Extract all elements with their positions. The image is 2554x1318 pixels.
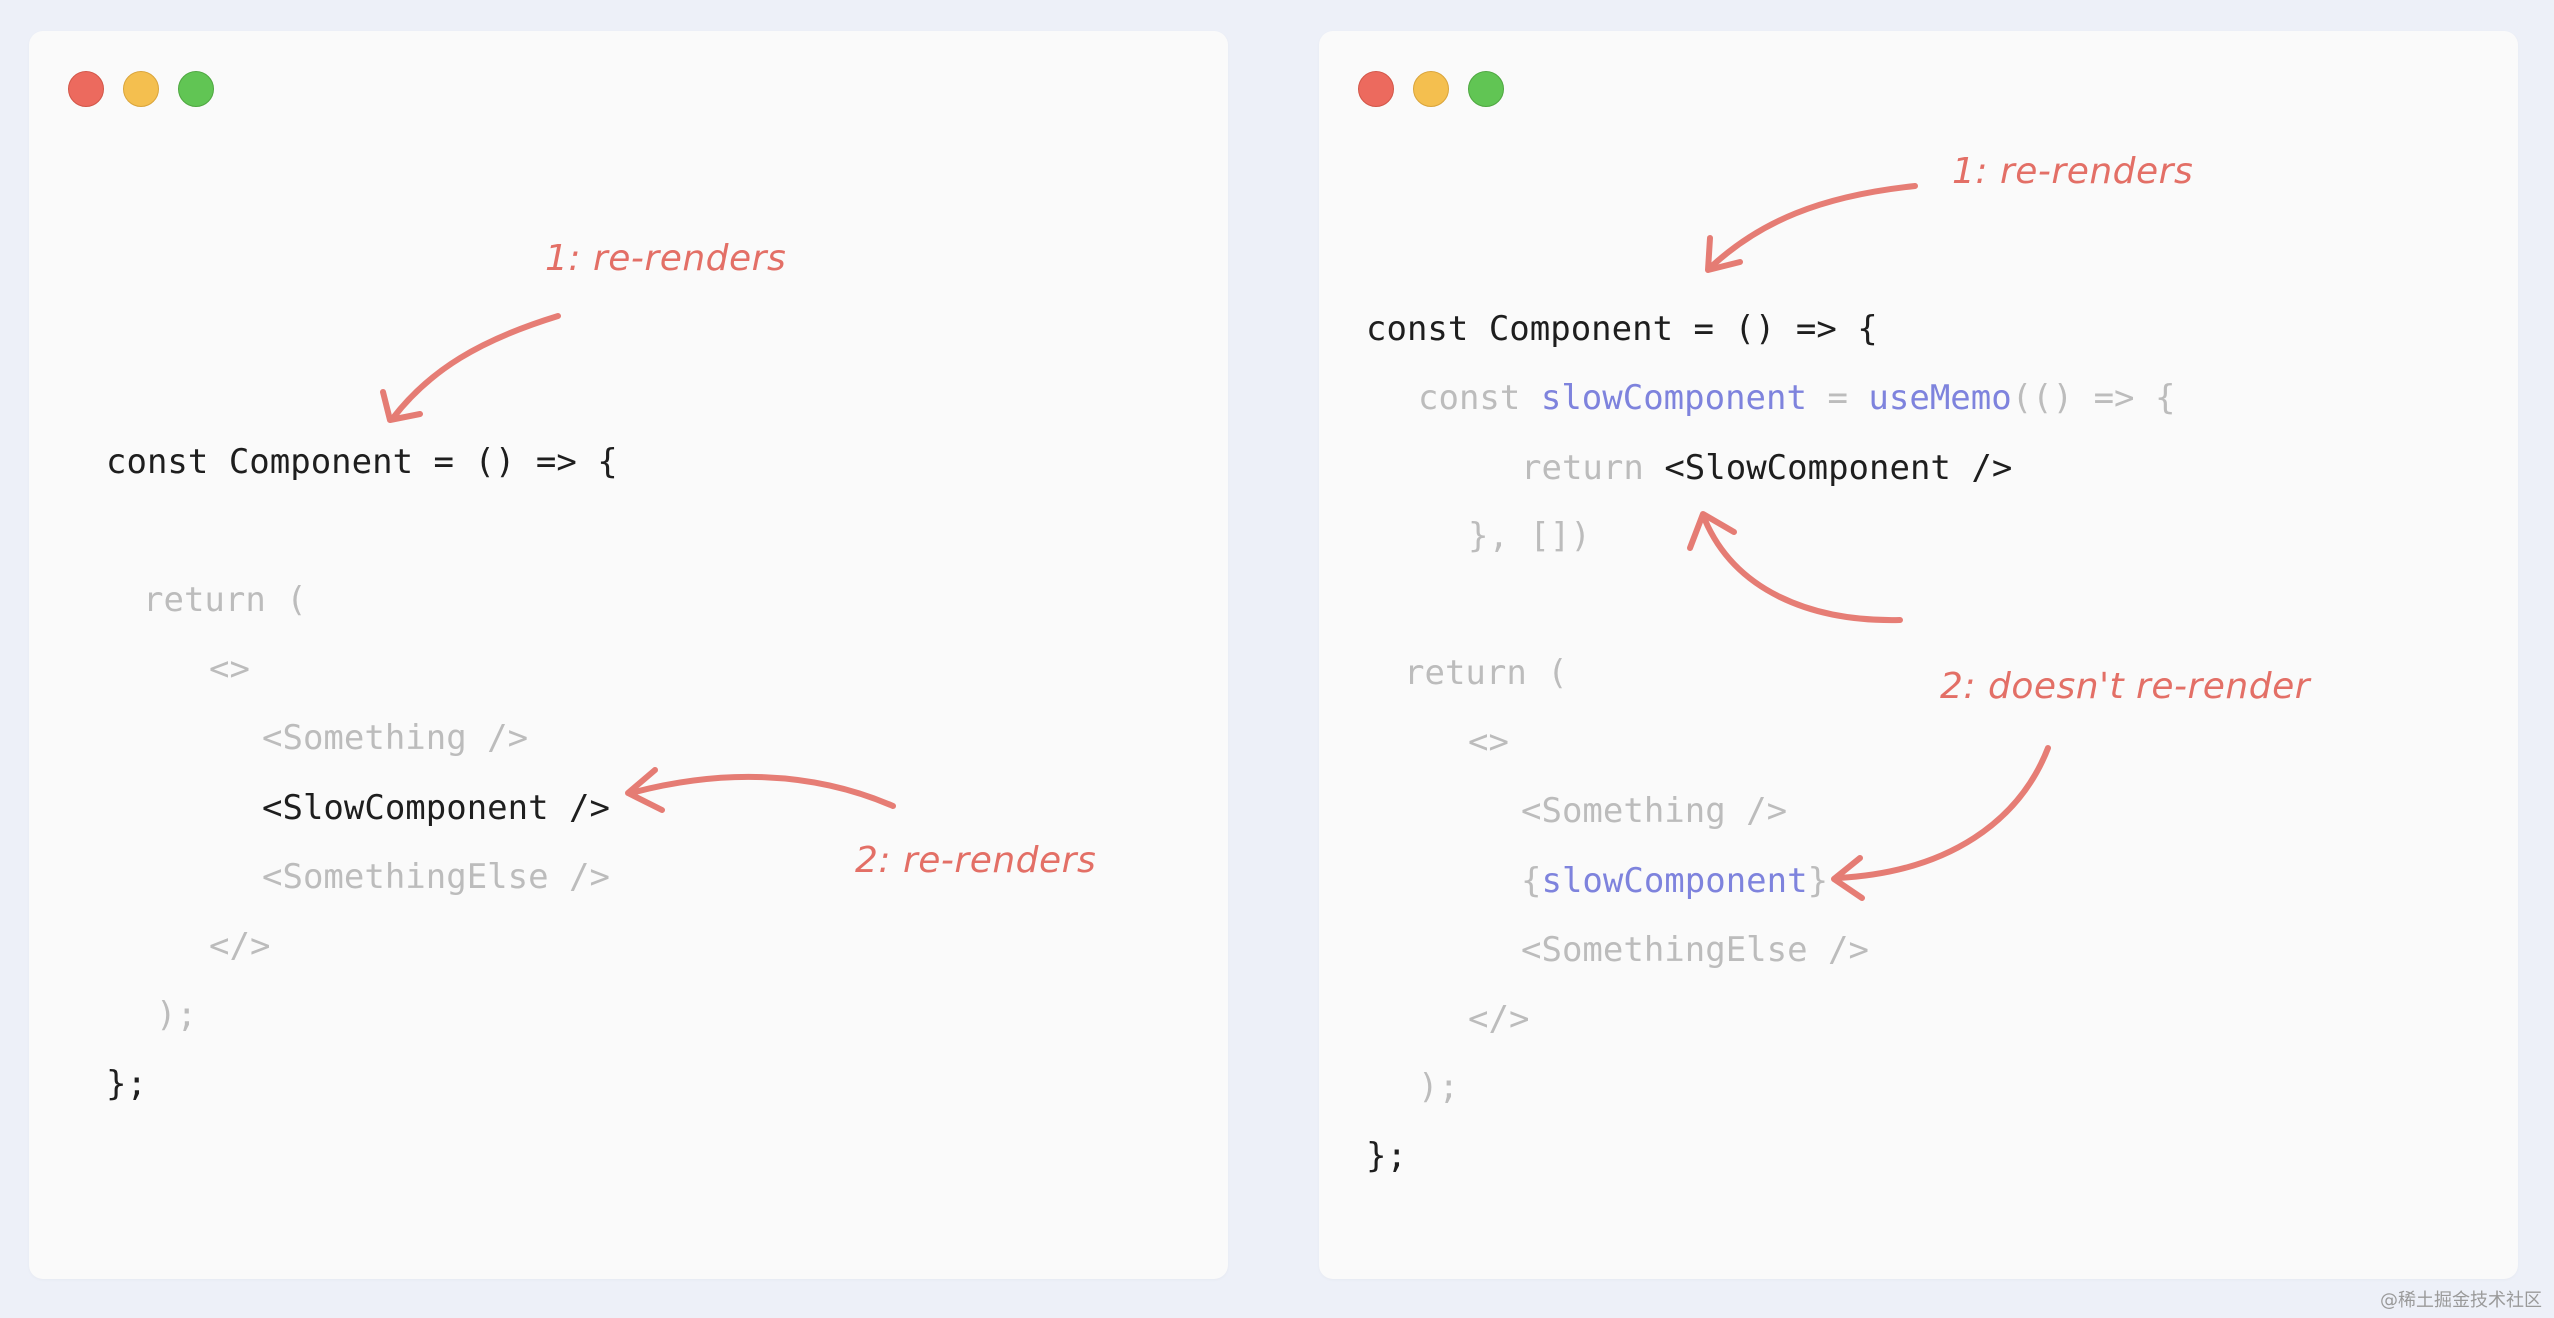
code-token: }	[1807, 861, 1829, 901]
annotation-label: 1: re-renders	[545, 238, 787, 279]
code-line: }, [])	[1468, 516, 1591, 556]
close-dot	[1358, 71, 1394, 107]
code-line: };	[106, 1064, 147, 1104]
code-window-left	[29, 31, 1228, 1279]
code-token: const	[1418, 378, 1521, 418]
code-line: </>	[1468, 999, 1530, 1039]
code-window-right	[1319, 31, 2518, 1279]
code-line: return (	[143, 580, 307, 620]
annotation-label: 2: re-renders	[855, 840, 1097, 881]
code-line: );	[156, 995, 197, 1035]
code-line: <>	[209, 649, 250, 689]
code-token: return	[1521, 448, 1644, 488]
code-token: =	[1827, 378, 1848, 418]
watermark: @稀土掘金技术社区	[2380, 1290, 2542, 1311]
annotation-label: 1: re-renders	[1952, 151, 2194, 192]
code-line: );	[1418, 1067, 1459, 1107]
minimize-dot	[1413, 71, 1449, 107]
code-token: (() => {	[2011, 378, 2176, 418]
close-dot	[68, 71, 104, 107]
code-line: const Component = () => {	[1366, 309, 1878, 349]
code-line: };	[1366, 1136, 1407, 1176]
annotation-label: 2: doesn't re-render	[1940, 666, 2311, 707]
code-line: <SlowComponent />	[262, 788, 610, 828]
code-line: const Component = () => {	[106, 442, 618, 482]
code-line: <Something />	[262, 718, 529, 758]
code-token: useMemo	[1868, 378, 2012, 418]
code-line: const slowComponent = useMemo(() => {	[1418, 378, 2175, 418]
code-token: slowComponent	[1541, 861, 1808, 901]
maximize-dot	[1468, 71, 1504, 107]
code-line: <Something />	[1521, 791, 1788, 831]
code-line: <SomethingElse />	[262, 857, 610, 897]
code-line: {slowComponent}	[1521, 861, 1828, 901]
code-token: <SlowComponent />	[1664, 448, 2013, 488]
code-line: return (	[1404, 653, 1568, 693]
code-line: </>	[209, 926, 271, 966]
maximize-dot	[178, 71, 214, 107]
code-line: <SomethingElse />	[1521, 930, 1869, 970]
code-token: slowComponent	[1540, 378, 1807, 418]
code-line: <>	[1468, 722, 1509, 762]
minimize-dot	[123, 71, 159, 107]
code-line: return <SlowComponent />	[1521, 448, 2012, 488]
code-token: {	[1521, 861, 1542, 901]
